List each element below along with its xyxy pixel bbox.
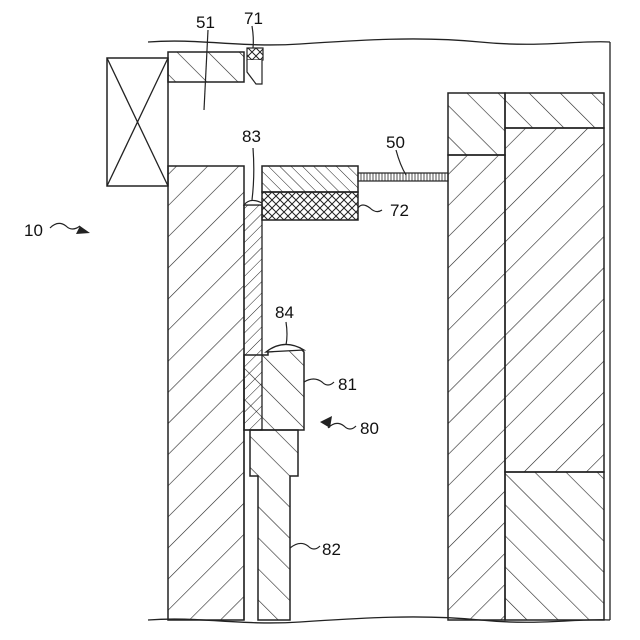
label-10: 10 [24,221,43,240]
label-50: 50 [386,133,405,152]
right-block-column [448,155,505,620]
arrow-80 [320,416,332,428]
label-80: 80 [360,419,379,438]
member-81 [244,348,304,430]
break-line-top [148,39,610,45]
member-84 [266,344,304,352]
member-82 [250,430,298,620]
right-block-top [448,93,505,155]
member-83 [244,200,262,205]
right-inner-block [505,128,604,472]
member-50 [358,173,448,181]
right-cap [505,93,604,128]
left-column [168,166,244,620]
label-51: 51 [196,13,215,32]
right-lower-block [505,472,604,620]
label-84: 84 [275,303,294,322]
label-71: 71 [244,9,263,28]
member-72 [262,166,358,220]
label-81: 81 [338,375,357,394]
label-83: 83 [242,127,261,146]
label-82: 82 [322,540,341,559]
member-71 [247,48,263,84]
coil-box [107,58,168,186]
label-72: 72 [390,201,409,220]
